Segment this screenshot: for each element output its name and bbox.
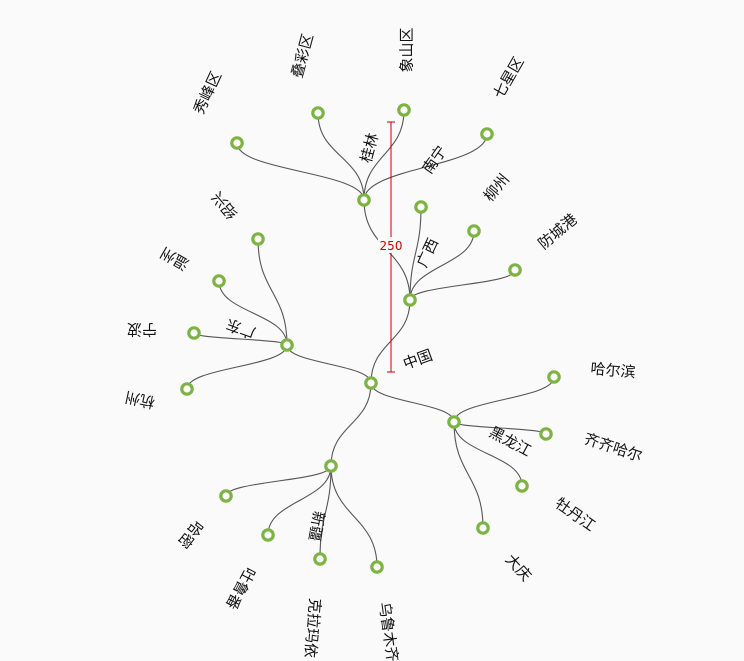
tree-link-1-3 [453, 421, 484, 529]
tree-label-root: 中国 [401, 346, 435, 373]
tree-node-0-2[interactable] [467, 224, 481, 238]
tree-node-0-0-0[interactable] [230, 136, 244, 150]
tree-label-3-2: 温州 [157, 243, 192, 274]
tree-node-0-0-1[interactable] [311, 106, 325, 120]
tree-label-0: 广西 [413, 235, 442, 270]
tree-label-2-3: 哈密 [174, 517, 207, 552]
tree-node-3-3[interactable] [251, 232, 265, 246]
tree-node-root[interactable] [364, 376, 378, 390]
tree-node-0-1[interactable] [414, 200, 428, 214]
tree-node-2-0[interactable] [370, 560, 384, 574]
tree-node-1-3[interactable] [476, 521, 490, 535]
tree-label-0-0-1: 叠彩区 [288, 32, 317, 80]
tree-label-0-3: 防城港 [535, 210, 581, 253]
tree-link-3-2 [218, 280, 288, 346]
tree-label-1-3: 大庆 [502, 550, 535, 584]
tree-label-1-0: 哈尔滨 [590, 360, 636, 382]
tree-label-2-1: 克拉玛依 [301, 597, 324, 658]
tree-link-0-0-1 [317, 112, 365, 201]
tree-label-0-1: 南宁 [419, 142, 451, 177]
tree-labels: 中国广西桂林秀峰区叠彩区象山区七星区南宁柳州防城港黑龙江哈尔滨齐齐哈尔牡丹江大庆… [123, 27, 644, 661]
tree-link-1-2 [453, 421, 523, 487]
tree-link-0-2 [409, 230, 475, 301]
tree-link-1-0 [453, 376, 555, 423]
tree-node-2-3[interactable] [219, 489, 233, 503]
tree-node-1-2[interactable] [515, 479, 529, 493]
radius-measure: 250 [378, 121, 404, 373]
tree-node-2-2[interactable] [261, 528, 275, 542]
tree-label-3-1: 宁波 [127, 321, 157, 339]
tree-label-3-3: 绍兴 [208, 188, 241, 223]
tree-link-2-2 [267, 465, 332, 536]
tree-node-2-1[interactable] [313, 552, 327, 566]
tree-node-1-0[interactable] [547, 370, 561, 384]
tree-link-2 [330, 382, 372, 467]
tree-label-0-0-3: 七星区 [490, 54, 528, 102]
tree-node-2[interactable] [324, 459, 338, 473]
tree-label-2-0: 乌鲁木齐 [375, 601, 401, 661]
tree-label-0-2: 柳州 [480, 170, 513, 205]
tree-label-0-0: 桂林 [357, 131, 382, 165]
tree-node-0[interactable] [403, 293, 417, 307]
tree-node-1[interactable] [447, 415, 461, 429]
tree-label-0-0-2: 象山区 [398, 27, 416, 72]
tree-node-3-0[interactable] [180, 382, 194, 396]
tree-link-0-0-3 [363, 133, 488, 201]
tree-nodes [180, 103, 561, 574]
tree-label-3-0: 杭州 [123, 388, 156, 412]
tree-node-3[interactable] [280, 338, 294, 352]
tree-link-1 [370, 382, 455, 423]
measure-label: 250 [380, 239, 403, 253]
tree-link-3-3 [257, 238, 288, 346]
tree-node-0-0[interactable] [357, 193, 371, 207]
tree-node-0-3[interactable] [508, 263, 522, 277]
tree-label-1-2: 牡丹江 [552, 494, 599, 535]
tree-link-0-0-0 [236, 142, 365, 201]
tree-label-1-1: 齐齐哈尔 [582, 430, 645, 466]
measure-label-bg [378, 237, 404, 253]
tree-link-3-0 [186, 344, 288, 390]
tree-node-3-1[interactable] [187, 326, 201, 340]
tree-node-0-0-3[interactable] [480, 127, 494, 141]
tree-link-3 [286, 344, 372, 384]
tree-link-2-1 [319, 465, 332, 560]
tree-node-3-2[interactable] [212, 274, 226, 288]
tree-node-0-0-2[interactable] [397, 103, 411, 117]
tree-link-0-1 [409, 206, 422, 301]
tree-node-1-1[interactable] [539, 427, 553, 441]
tree-label-2-2: 吐鲁番 [222, 564, 259, 612]
tree-link-0-0-2 [363, 109, 405, 201]
tree-label-2: 新疆 [305, 510, 328, 543]
tree-link-2-0 [330, 465, 378, 568]
tree-label-0-0-0: 秀峰区 [190, 69, 225, 117]
